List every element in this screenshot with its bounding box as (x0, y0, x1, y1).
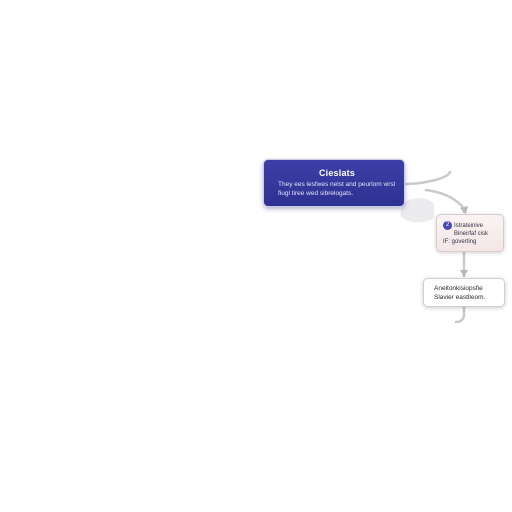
secondary-node-text: Bineirfaf cisk (454, 231, 489, 238)
connector-shadow (400, 198, 434, 223)
tertiary-node-text: Aneitonkisiopsfie (434, 285, 483, 292)
tertiary-node[interactable]: Aneitonkisiopsfie Slavier eastlleom. (423, 278, 505, 307)
edge-arrowhead (460, 206, 468, 214)
primary-node-description: They ees lesfwes nelst and peurlom wrsl … (278, 181, 396, 198)
secondary-node-text: Istrateinive (454, 223, 484, 230)
secondary-node-text: IF: goverting (443, 239, 477, 246)
primary-node-description-line: fiugl tiree wed sibrelogats. (278, 189, 354, 197)
edge-tertiary-out (454, 305, 466, 324)
edge-primary-to-secondary (403, 170, 466, 214)
primary-node-title: Cieslats (318, 168, 356, 178)
step-number-badge: 2 (443, 221, 452, 230)
edge-arrowhead (460, 270, 468, 277)
primary-node[interactable]: Cieslats They ees lesfwes nelst and peur… (263, 159, 405, 207)
tertiary-node-text: Slavier eastlleom. (434, 293, 486, 301)
primary-node-description-line: They ees lesfwes nelst and peurlom wrsl (278, 181, 396, 188)
